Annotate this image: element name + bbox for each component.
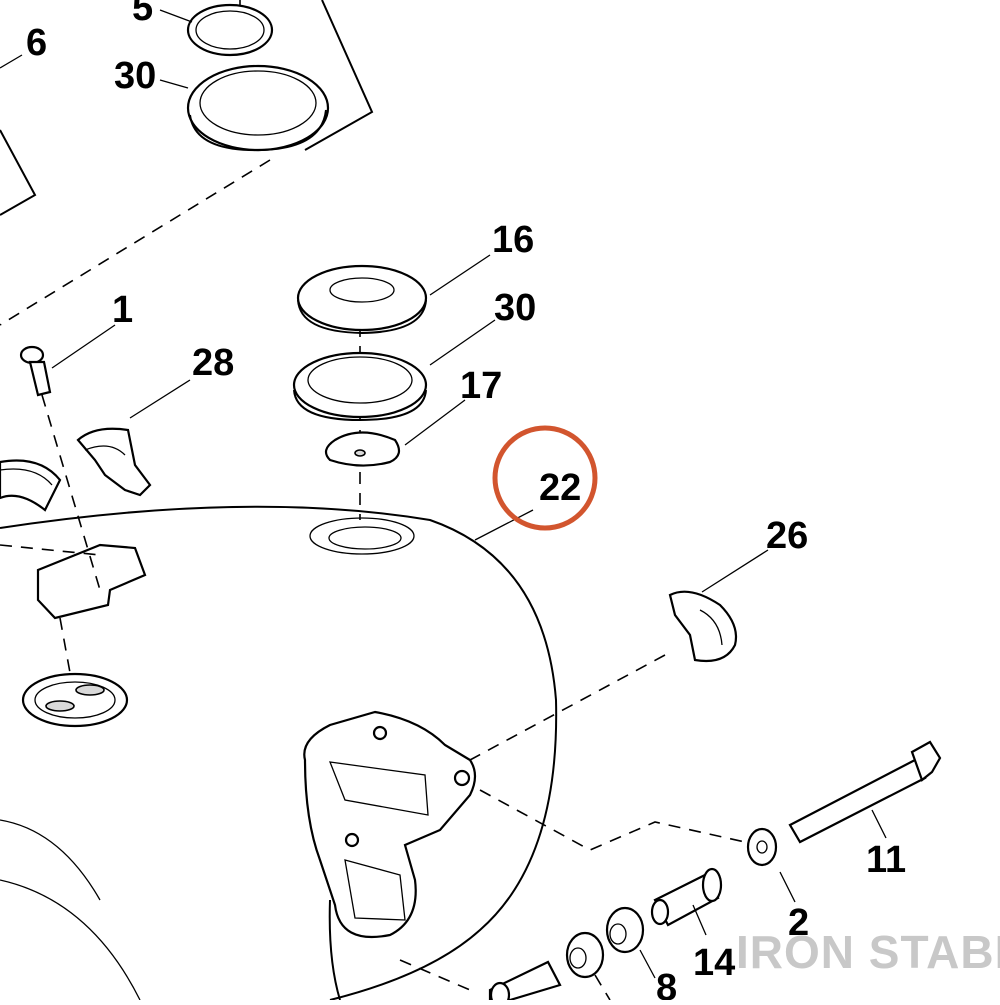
callout-26: 26 [766,515,808,557]
highlight-circle [492,425,598,531]
spacer-14 [650,867,723,927]
callout-labels: 5 6 30 16 30 1 28 17 22 26 11 2 14 8 [26,0,906,1005]
callout-11: 11 [866,839,906,881]
left-strap [0,394,147,701]
callout-30-top: 30 [114,55,156,97]
callout-2: 2 [788,902,809,944]
callout-1: 1 [112,289,133,331]
grommet-8 [488,906,645,1005]
tank-body-22 [0,505,558,1001]
seal-ring-30-mid [292,351,428,422]
washer-2 [746,827,778,867]
callout-22: 22 [539,467,581,509]
callout-8: 8 [656,967,677,1000]
callout-14: 14 [693,942,735,984]
callout-16: 16 [492,219,534,261]
leader-lines [0,9,887,979]
watermark-text: IRON STABLE [736,926,1000,978]
gasket-5 [186,3,274,57]
callout-30-mid: 30 [494,287,536,329]
cap-16 [296,264,428,335]
hardware-dash-lines [399,654,746,1001]
mount-bracket [303,710,477,1001]
callout-5: 5 [132,0,153,29]
clip-26 [668,590,738,663]
bolt-11 [788,740,942,844]
retainer-17 [324,431,401,467]
screw-1 [19,345,52,397]
callout-6: 6 [26,22,47,64]
callout-28: 28 [192,342,234,384]
clip-28 [76,427,152,497]
tank-opening [309,517,415,555]
left-opening [21,672,129,728]
callout-17: 17 [460,365,502,407]
seal-ring-30-top [186,64,330,152]
